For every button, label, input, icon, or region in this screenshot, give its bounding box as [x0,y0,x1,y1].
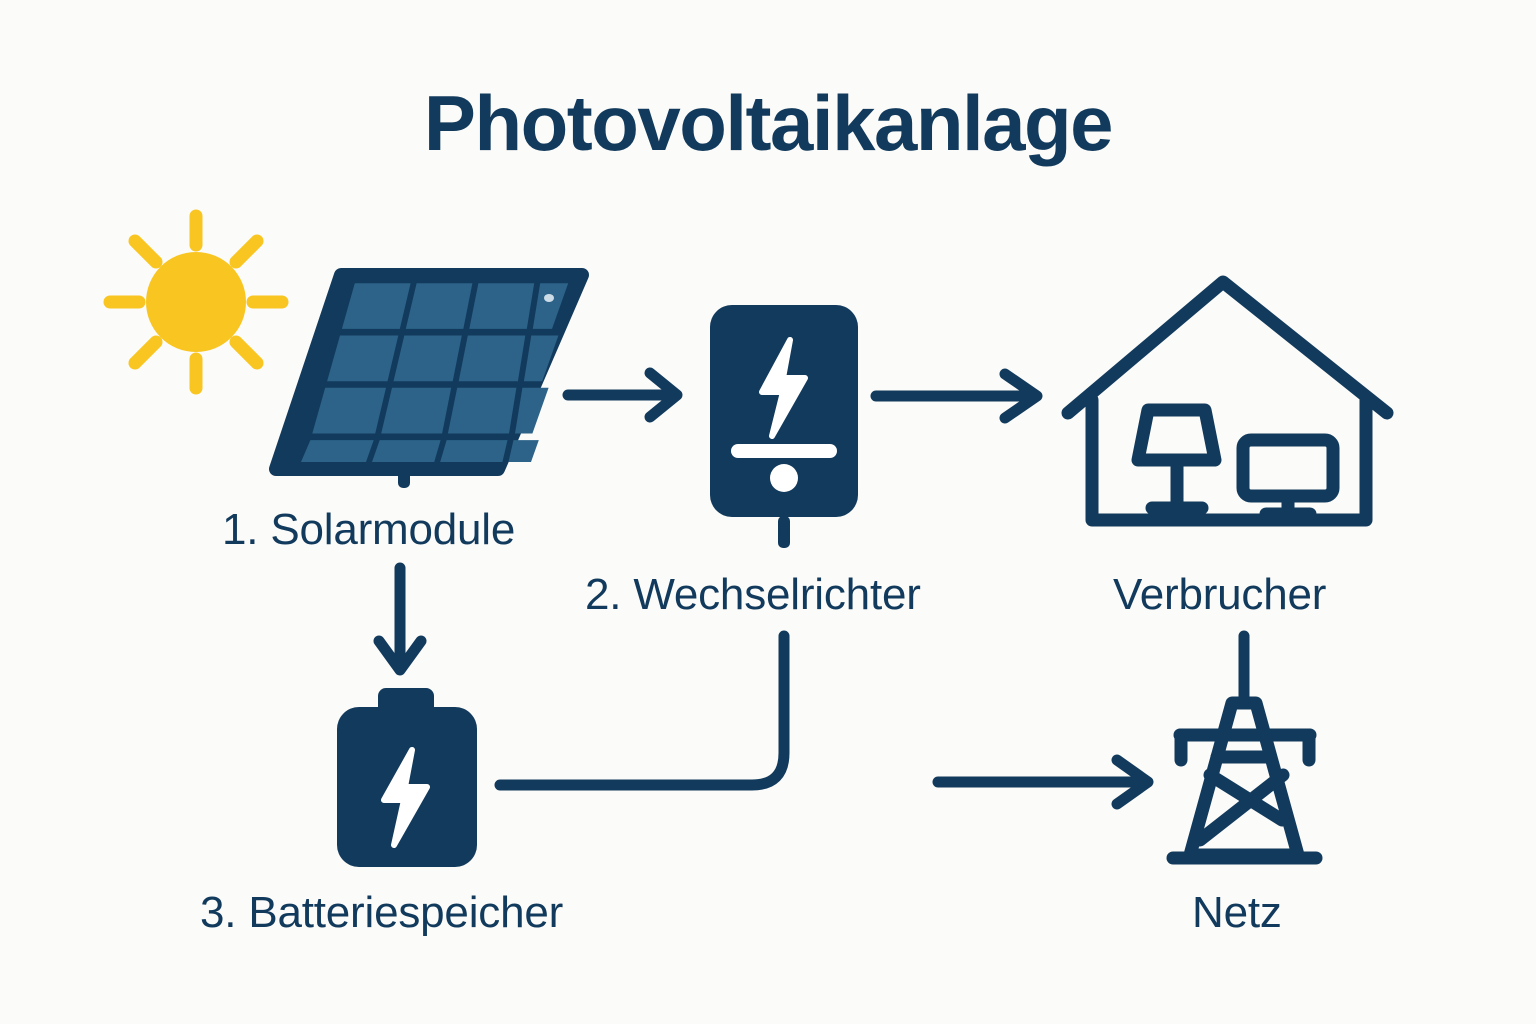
label-netz: Netz [1192,888,1282,937]
battery-icon [337,688,477,867]
connector-solar-to-battery [373,562,427,676]
connector-inverter-to-house [870,368,1043,424]
inverter-icon [710,305,858,548]
connector-solar-to-inverter [562,367,683,423]
label-wechselrichter: 2. Wechselrichter [585,570,921,619]
sun-icon [103,209,289,395]
solar-panel-icon [269,268,589,488]
power-pylon-icon [1166,696,1323,865]
connector-battery-to-inverter [494,630,790,791]
page-title: Photovoltaikanlage [423,79,1114,167]
label-solarmodule: 1. Solarmodule [222,505,516,554]
house-icon [1061,275,1394,527]
label-batteriespeicher: 3. Batteriespeicher [200,888,564,937]
label-verbrucher: Verbrucher [1113,570,1327,619]
connector-to-grid [932,754,1154,810]
